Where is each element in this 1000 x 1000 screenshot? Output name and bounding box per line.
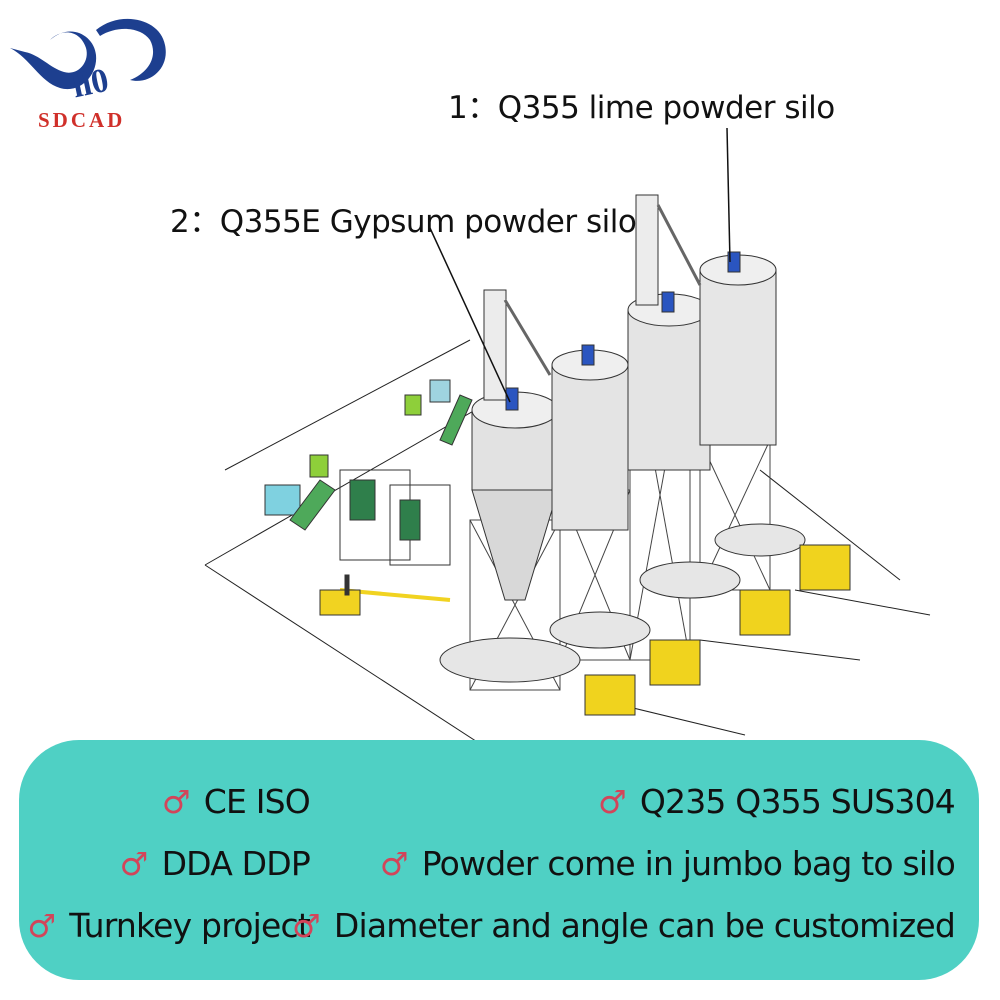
male-symbol-icon: ♂ (379, 844, 409, 883)
feature-item: ♂ DDA DDP (119, 844, 311, 883)
feature-item: ♂ Turnkey project (27, 906, 310, 945)
male-symbol-icon: ♂ (291, 906, 321, 945)
male-symbol-icon: ♂ (27, 906, 56, 945)
features-panel (19, 740, 979, 980)
feature-label: Q235 Q355 SUS304 (639, 782, 956, 821)
silo-plant-illustration (204, 127, 931, 760)
sdcad-logo: ll0 (10, 18, 166, 106)
male-symbol-icon: ♂ (119, 844, 149, 883)
svg-text:ll0: ll0 (69, 62, 112, 106)
callout-lime-silo: 1：Q355 lime powder silo (448, 90, 835, 126)
feature-label: DDA DDP (161, 844, 311, 883)
feature-item: ♂ Powder come in jumbo bag to silo (379, 844, 956, 883)
feature-label: CE ISO (203, 782, 311, 821)
logo-text: SDCAD (38, 108, 126, 132)
male-symbol-icon: ♂ (597, 782, 627, 821)
feature-label: Turnkey project (69, 906, 311, 945)
feature-label: Diameter and angle can be customized (333, 906, 956, 945)
feature-item: ♂ Q235 Q355 SUS304 (597, 782, 956, 821)
feature-label: Powder come in jumbo bag to silo (421, 844, 956, 883)
feature-item: ♂ Diameter and angle can be customized (291, 906, 956, 945)
callout-gypsum-silo: 2：Q355E Gypsum powder silo (170, 204, 637, 240)
feature-item: ♂ CE ISO (161, 782, 311, 821)
male-symbol-icon: ♂ (161, 782, 191, 821)
